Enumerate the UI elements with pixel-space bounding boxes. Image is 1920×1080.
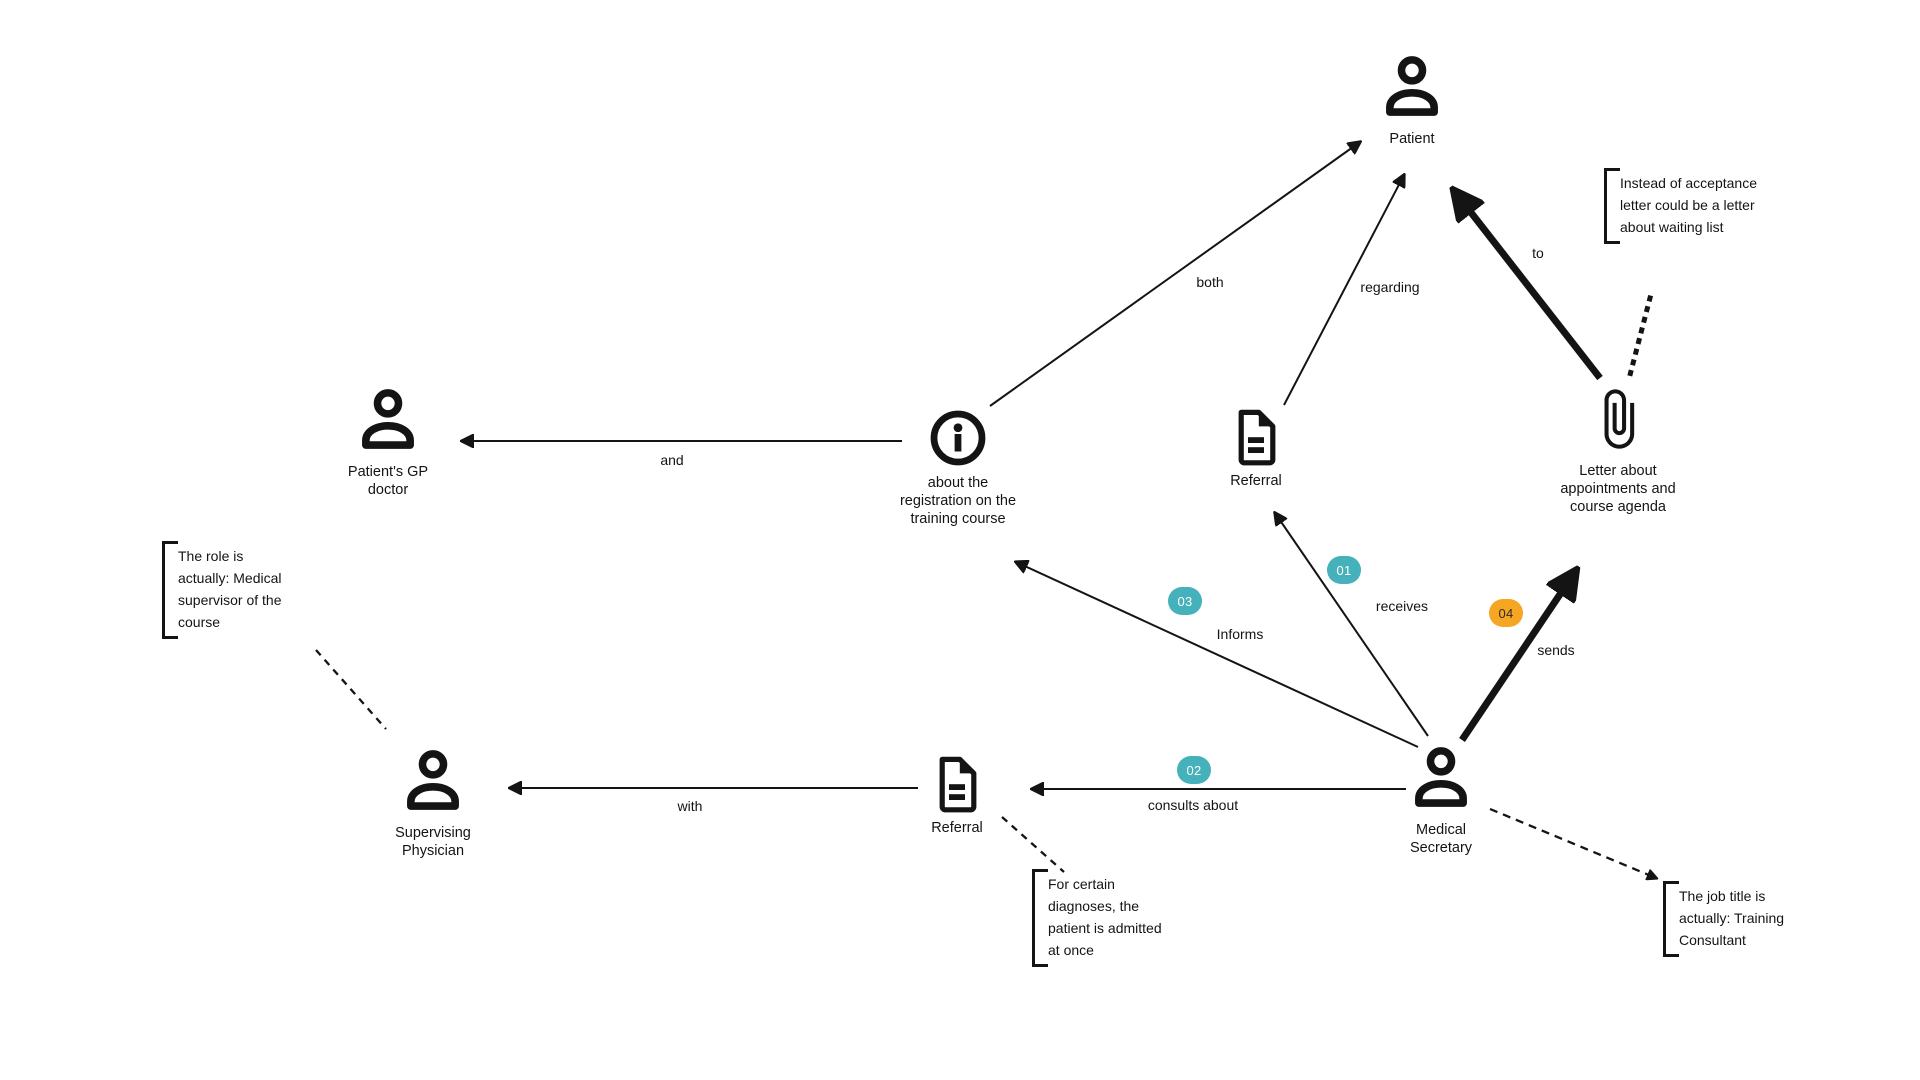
node-medical-secretary[interactable]: Medical Secretary	[1393, 741, 1489, 857]
node-referral-bottom[interactable]: Referral	[905, 755, 1009, 837]
edge-label-and: and	[660, 452, 684, 468]
note-diagnoses: For certain diagnoses, the patient is ad…	[1032, 869, 1176, 967]
node-gp-doctor[interactable]: Patient's GP doctor	[329, 383, 447, 499]
node-patient[interactable]: Patient	[1360, 50, 1464, 148]
edge-label-regarding: regarding	[1360, 279, 1420, 295]
node-label: Referral	[1230, 473, 1282, 489]
edge-label-informs: Informs	[1216, 626, 1264, 642]
dashed-link-role-note	[315, 649, 387, 730]
note-role: The role is actually: Medical supervisor…	[162, 541, 296, 639]
node-referral-top[interactable]: Referral	[1204, 408, 1308, 490]
edge-label-with: with	[677, 798, 703, 814]
arrow-to	[1455, 192, 1603, 381]
edge-label-sends: sends	[1537, 642, 1575, 658]
node-label: Patient's GP doctor	[347, 464, 429, 499]
edge-label-to: to	[1532, 245, 1544, 261]
node-label: about the registration on the training c…	[899, 475, 1017, 528]
person-icon	[362, 389, 414, 449]
edge-label-consults-about: consults about	[1147, 797, 1239, 813]
node-letter[interactable]: Letter about appointments and course age…	[1559, 388, 1677, 516]
person-icon	[1386, 56, 1438, 116]
paperclip-icon	[1604, 389, 1635, 449]
arrow-regarding	[1283, 175, 1404, 406]
arrow-sends	[1459, 572, 1575, 742]
document-icon	[1238, 409, 1276, 466]
note-job-title: The job title is actually: Training Cons…	[1663, 881, 1791, 957]
edge-label-receives: receives	[1375, 598, 1429, 614]
node-label: Referral	[931, 820, 983, 836]
node-label: Supervising Physician	[395, 825, 471, 860]
person-icon	[1415, 747, 1467, 807]
arrow-both	[989, 142, 1360, 407]
person-icon	[407, 750, 459, 810]
arrow-informs	[1016, 562, 1419, 748]
info-icon	[930, 410, 986, 466]
edge-label-both: both	[1196, 274, 1224, 290]
badge-02[interactable]: 02	[1177, 756, 1211, 784]
dashed-link-diagnoses-note	[1001, 816, 1065, 873]
dashed-link-jobtitle-note	[1489, 807, 1656, 878]
arrow-receives	[1275, 513, 1429, 737]
node-label: Letter about appointments and course age…	[1560, 463, 1676, 516]
note-acceptance-letter: Instead of acceptance letter could be a …	[1604, 168, 1758, 244]
node-label: Medical Secretary	[1409, 822, 1473, 857]
badge-04[interactable]: 04	[1489, 599, 1523, 627]
node-supervising-physician[interactable]: Supervising Physician	[374, 744, 492, 860]
dotted-link-letter-note	[1626, 294, 1654, 379]
badge-03[interactable]: 03	[1168, 587, 1202, 615]
badge-01[interactable]: 01	[1327, 556, 1361, 584]
document-icon	[939, 756, 977, 813]
node-label: Patient	[1389, 131, 1435, 147]
node-registration-info[interactable]: about the registration on the training c…	[895, 408, 1021, 528]
